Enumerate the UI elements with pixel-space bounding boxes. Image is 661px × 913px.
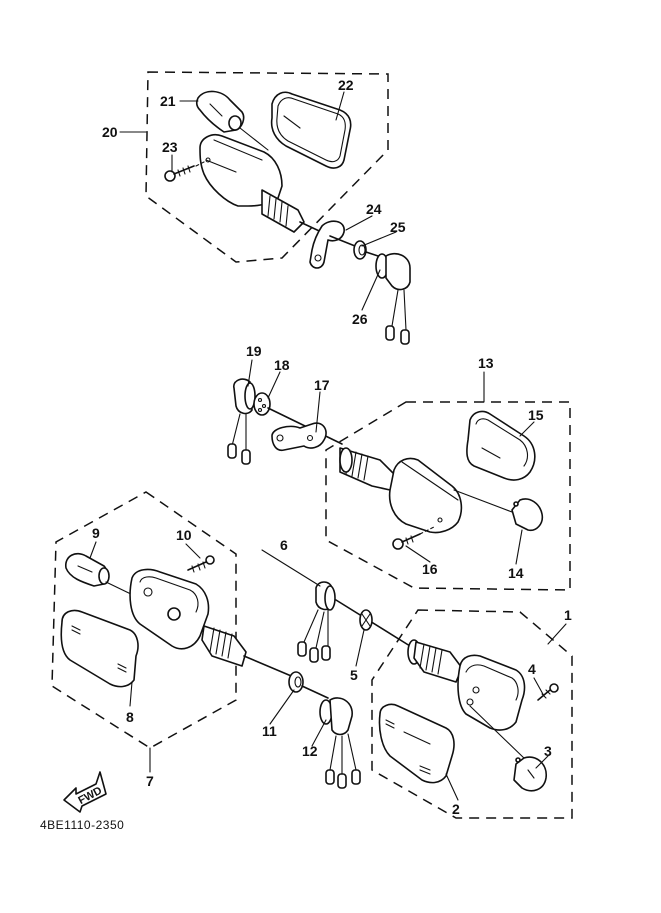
assembly-boundary-13 xyxy=(325,401,571,591)
assembly-boundary-1 xyxy=(371,609,573,819)
callout-23: 23 xyxy=(162,139,178,155)
callout-7: 7 xyxy=(146,773,154,789)
assembly-group-7 xyxy=(51,491,361,789)
callout-labels: 20 21 22 23 24 25 26 19 18 17 13 15 16 1… xyxy=(92,77,572,817)
bracket-24 xyxy=(309,220,361,269)
grommet-11 xyxy=(288,671,329,699)
screw-10 xyxy=(187,555,215,573)
diagram-code: 4BE1110-2350 xyxy=(40,818,124,832)
callout-1: 1 xyxy=(564,607,572,623)
callout-16: 16 xyxy=(422,561,438,577)
callout-25: 25 xyxy=(390,219,406,235)
grommet-5 xyxy=(359,609,373,631)
assembly-group-13 xyxy=(227,378,571,591)
callout-13: 13 xyxy=(478,355,494,371)
callout-2: 2 xyxy=(452,801,460,817)
lens-15 xyxy=(466,410,536,481)
bulb-21 xyxy=(195,90,245,133)
callout-14: 14 xyxy=(508,565,524,581)
callout-21: 21 xyxy=(160,93,176,109)
callout-20: 20 xyxy=(102,124,118,140)
callout-11: 11 xyxy=(262,723,277,739)
callout-5: 5 xyxy=(350,667,358,683)
cord-grommet-12 xyxy=(319,697,361,789)
flasher-housing-13 xyxy=(339,447,463,534)
flasher-housing-1 xyxy=(407,639,526,731)
callout-leaders xyxy=(89,91,567,801)
callout-10: 10 xyxy=(176,527,192,543)
assembly-boundary-7 xyxy=(51,491,237,749)
fwd-label: FWD xyxy=(76,785,104,807)
callout-19: 19 xyxy=(246,343,262,359)
flasher-housing-7 xyxy=(129,568,297,679)
bulb-9 xyxy=(65,552,110,587)
callout-15: 15 xyxy=(528,407,544,423)
callout-18: 18 xyxy=(274,357,290,373)
callout-8: 8 xyxy=(126,709,134,725)
callout-9: 9 xyxy=(92,525,100,541)
grommet-18 xyxy=(253,392,271,416)
callout-4: 4 xyxy=(528,661,536,677)
cord-grommet-6 xyxy=(297,581,336,663)
bulb-14 xyxy=(511,498,544,532)
screw-16 xyxy=(392,533,421,550)
lens-2 xyxy=(378,703,455,784)
assembly-group-20 xyxy=(145,71,411,345)
forward-direction-arrow: FWD xyxy=(63,771,107,813)
callout-24: 24 xyxy=(366,201,382,217)
bracket-17 xyxy=(271,422,327,452)
callout-22: 22 xyxy=(338,77,354,93)
lens-22 xyxy=(270,91,352,169)
lens-8 xyxy=(60,609,139,688)
cord-grommet-26 xyxy=(375,252,411,345)
assembly-boundary-20 xyxy=(145,71,389,263)
assembly-group-1 xyxy=(297,581,573,819)
callout-3: 3 xyxy=(544,743,552,759)
callout-6: 6 xyxy=(280,537,288,553)
callout-12: 12 xyxy=(302,743,318,759)
callout-26: 26 xyxy=(352,311,368,327)
screw-4 xyxy=(537,683,559,701)
callout-17: 17 xyxy=(314,377,330,393)
flasher-housing-20 xyxy=(199,133,331,237)
screw-23 xyxy=(164,165,195,182)
cord-grommet-19 xyxy=(227,378,256,465)
